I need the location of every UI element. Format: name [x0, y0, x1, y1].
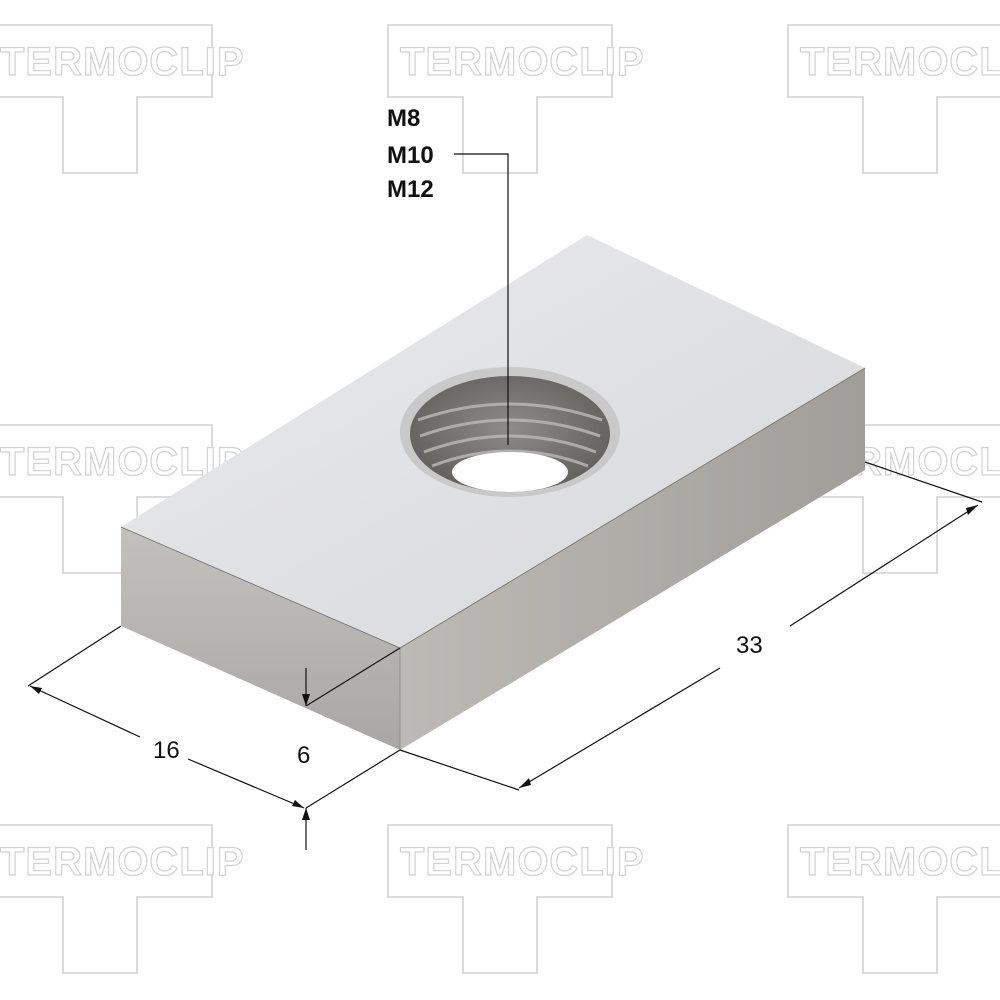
nut-side-face	[400, 368, 865, 750]
thread-size-m8: M8	[387, 105, 420, 132]
watermark-text: TERMOCLIP	[800, 40, 1000, 84]
dimension-height: 6	[297, 647, 401, 850]
watermark-logo: TERMOCLIP	[0, 24, 245, 174]
dimension-line	[789, 504, 979, 627]
rectangular-nut	[120, 235, 866, 750]
thread-grooves	[417, 402, 603, 468]
dimension-width-label: 16	[153, 737, 180, 764]
dimension-length-label: 33	[736, 632, 763, 659]
watermark-logo: TERMOCLIP	[787, 24, 1000, 174]
watermark-text: TERMOCLIP	[800, 840, 1000, 884]
extension-line	[864, 461, 983, 503]
dimension-line	[29, 685, 141, 738]
dimension-height-label: 6	[297, 742, 310, 769]
dimension-width: 16	[27, 625, 401, 809]
thread-size-m12: M12	[387, 176, 434, 203]
extension-line	[399, 749, 520, 791]
thread-leader-line	[454, 153, 509, 445]
thread-size-m10: M10	[387, 142, 434, 169]
dimension-line	[518, 667, 721, 789]
extension-line	[305, 749, 401, 809]
watermark-logo: TERMOCLIP	[387, 24, 645, 174]
thread-callout: M8 M10 M12	[387, 105, 509, 445]
arrow-head	[292, 800, 304, 808]
arrow-head	[302, 808, 310, 820]
arrow-head	[966, 505, 978, 515]
watermark-text: TERMOCLIP	[0, 840, 245, 884]
watermark-text: TERMOCLIP	[400, 40, 645, 84]
watermark-logo: TERMOCLIP	[787, 824, 1000, 974]
dimension-line	[187, 758, 305, 809]
hole-through-opening	[452, 452, 568, 492]
arrow-head	[519, 778, 531, 788]
threaded-hole	[400, 367, 620, 497]
extension-line	[305, 647, 401, 707]
extension-line	[27, 625, 122, 687]
arrow-head	[30, 686, 42, 694]
arrow-head	[302, 694, 310, 706]
watermark-text: TERMOCLIP	[400, 840, 645, 884]
watermark-logo: TERMOCLIP	[387, 824, 645, 974]
dimension-length: 33	[399, 461, 983, 791]
nut-front-face	[121, 527, 400, 750]
watermark-logo: TERMOCLIP	[0, 824, 245, 974]
watermark-text: TERMOCLIP	[0, 40, 245, 84]
